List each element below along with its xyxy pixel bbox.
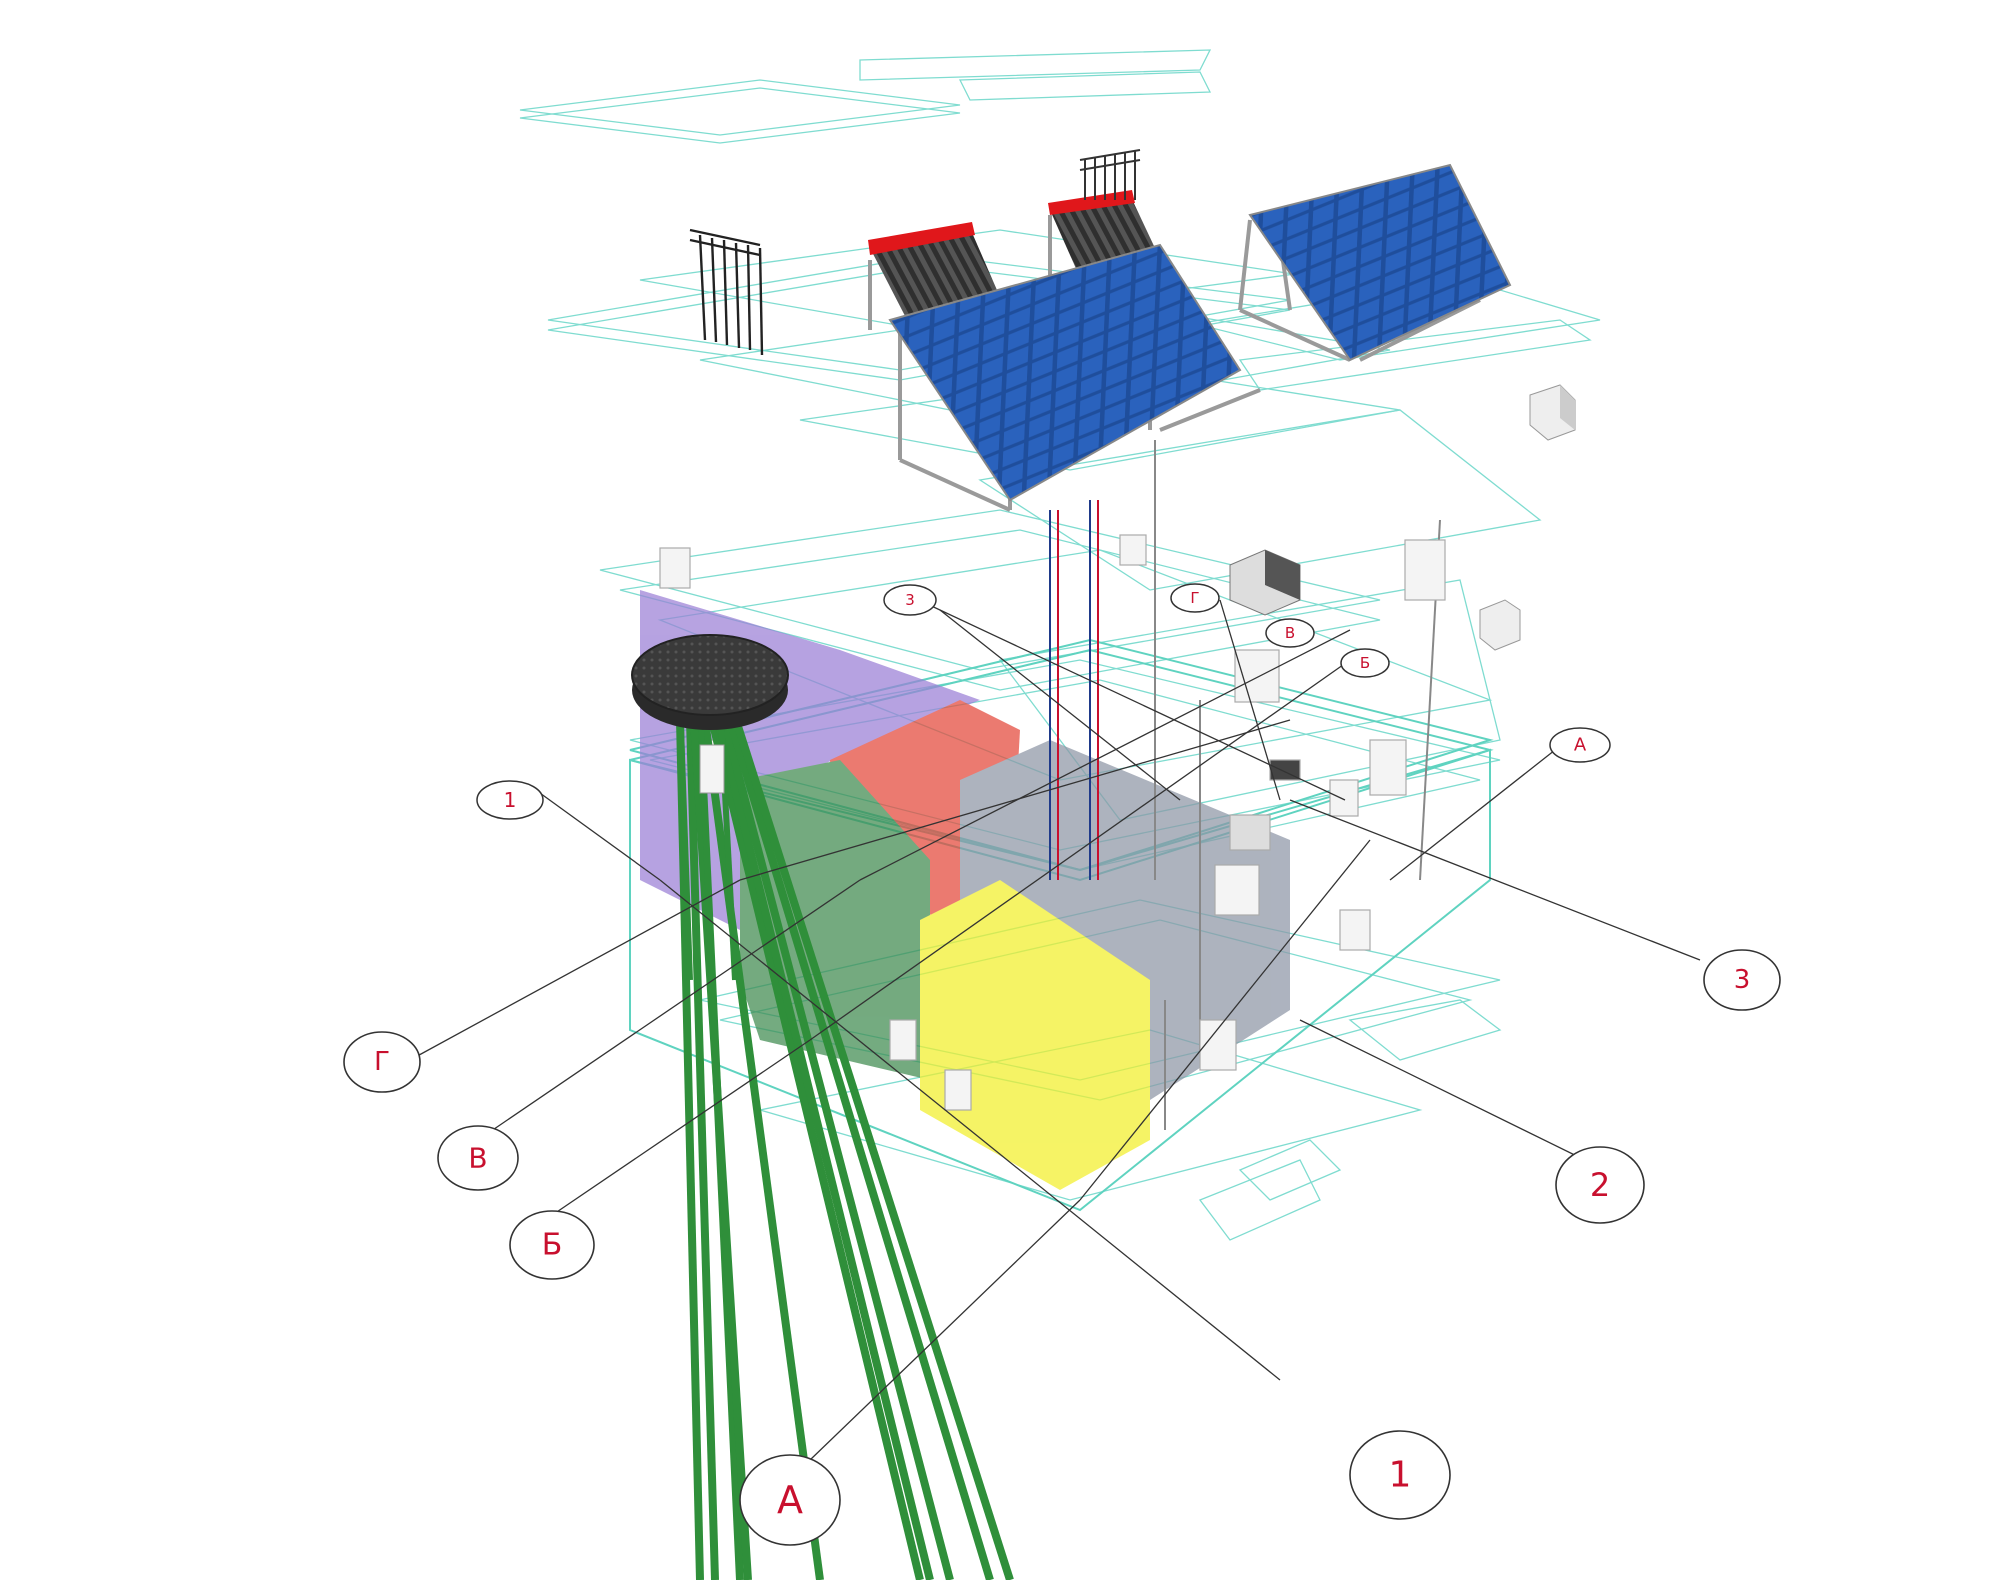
svg-text:Г: Г bbox=[374, 1047, 390, 1077]
svg-text:1: 1 bbox=[1389, 1455, 1412, 1496]
air-handling-unit bbox=[1529, 384, 1576, 441]
heat-storage-tank bbox=[631, 634, 789, 794]
axis-labels: 1 3 Г В Б А Г В bbox=[343, 583, 1781, 1546]
axis-label-g: Г bbox=[343, 1031, 421, 1093]
wall-radiator-rooftop bbox=[689, 228, 764, 356]
geothermal-probe-bundle bbox=[676, 718, 1014, 1580]
pv-panel-array-right bbox=[1238, 163, 1512, 362]
axis-label-3-small: 3 bbox=[883, 584, 937, 616]
svg-text:А: А bbox=[1574, 735, 1587, 756]
svg-text:Г: Г bbox=[1190, 589, 1199, 607]
axis-label-2: 2 bbox=[1555, 1146, 1645, 1224]
svg-text:В: В bbox=[1285, 624, 1295, 642]
axis-label-b-small: Б bbox=[1340, 648, 1390, 678]
svg-text:1: 1 bbox=[504, 788, 517, 812]
zone-yellow bbox=[920, 880, 1150, 1190]
leader-lines bbox=[409, 594, 1701, 1461]
axis-label-v-small: В bbox=[1265, 618, 1315, 648]
radiators bbox=[659, 534, 1446, 1111]
pv-panel-array-center bbox=[888, 243, 1261, 512]
heat-pump-unit bbox=[1229, 549, 1521, 651]
svg-text:3: 3 bbox=[905, 591, 915, 609]
svg-text:А: А bbox=[777, 1478, 803, 1522]
axis-label-1: 1 bbox=[1349, 1430, 1451, 1520]
axis-label-a-small: А bbox=[1549, 727, 1611, 763]
axis-label-g-small: Г bbox=[1170, 583, 1220, 613]
svg-text:Б: Б bbox=[542, 1228, 563, 1263]
axis-label-a: А bbox=[739, 1454, 841, 1546]
axis-label-3: 3 bbox=[1703, 949, 1781, 1011]
axis-label-v: В bbox=[437, 1125, 519, 1191]
axis-label-b: Б bbox=[509, 1210, 595, 1280]
roof-slab-wireframes bbox=[519, 49, 1601, 1241]
zone-gray bbox=[960, 740, 1290, 1100]
svg-text:Б: Б bbox=[1360, 654, 1370, 672]
axis-label-1-small: 1 bbox=[476, 780, 544, 820]
svg-text:3: 3 bbox=[1734, 965, 1751, 995]
svg-text:2: 2 bbox=[1590, 1166, 1610, 1204]
svg-text:В: В bbox=[468, 1142, 487, 1175]
